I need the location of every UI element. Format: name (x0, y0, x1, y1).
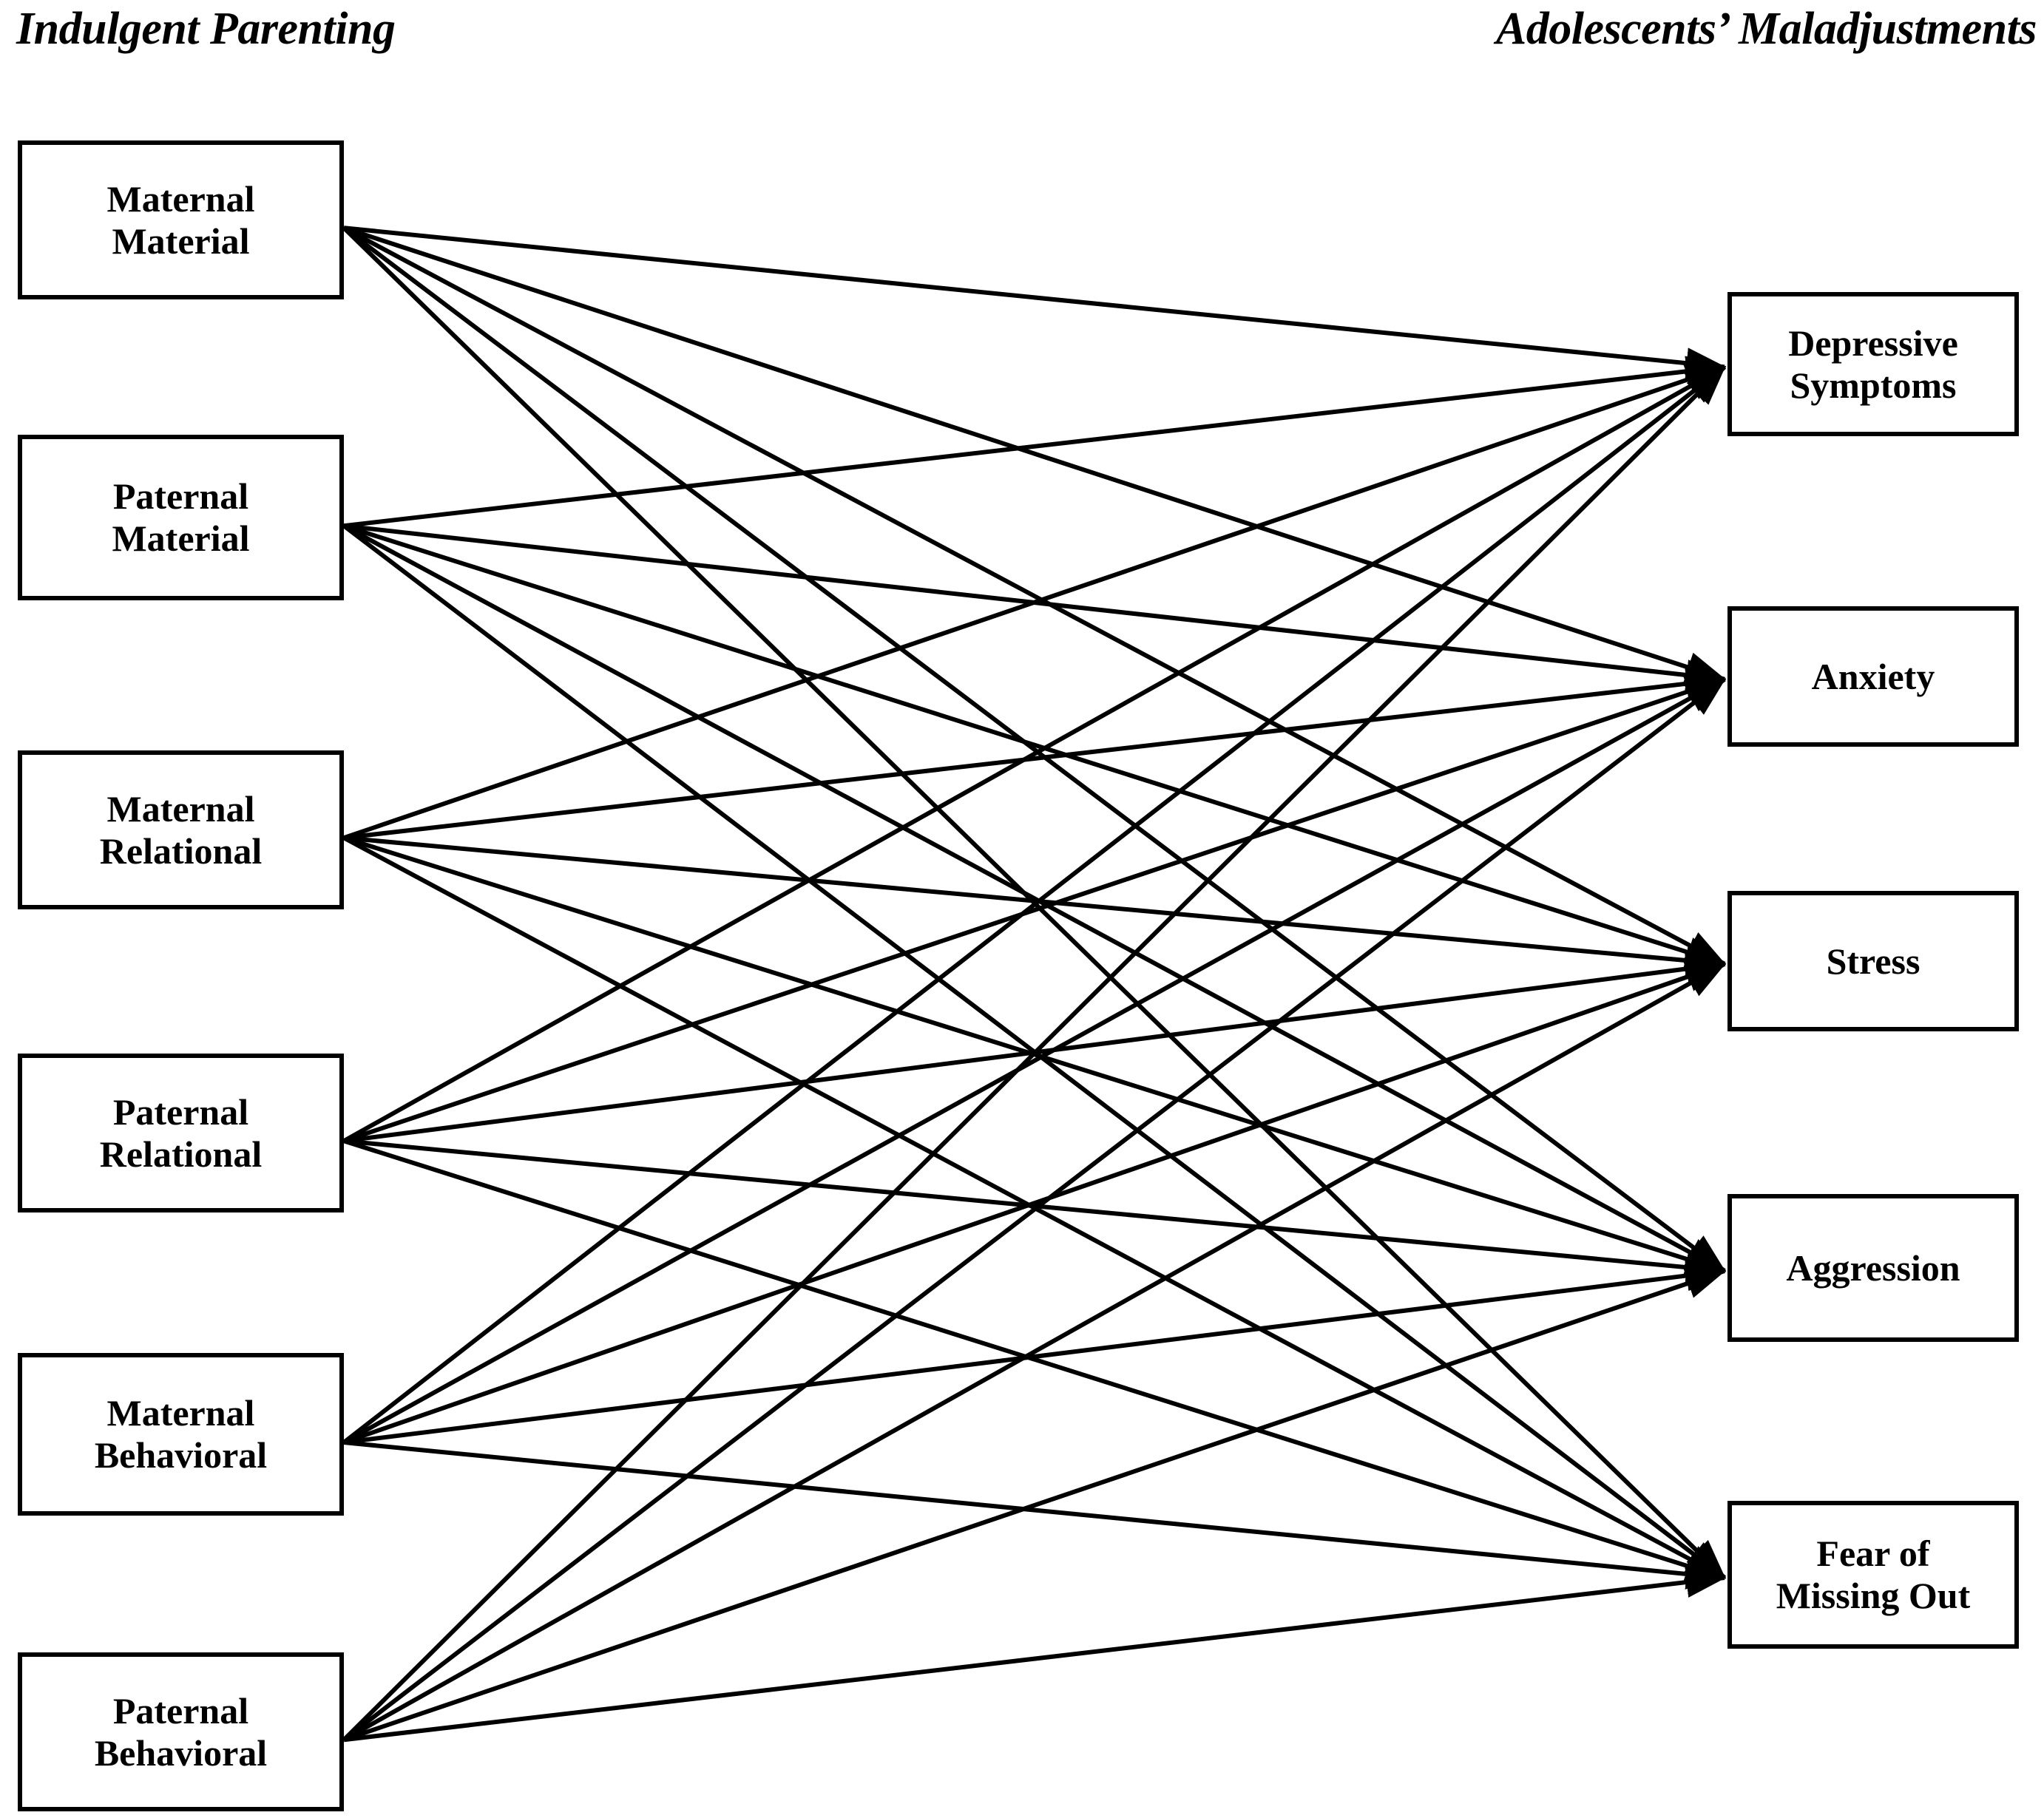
edge-maternal-relational-to-fear-of-missing-out (342, 835, 1727, 1580)
predictor-node-paternal-material[interactable]: Paternal Material (18, 435, 344, 600)
edge-maternal-behavioral-to-depressive-symptoms (342, 365, 1726, 1445)
outcome-node-depressive-symptoms[interactable]: Depressive Symptoms (1727, 292, 2019, 436)
predictor-node-label-paternal-behavioral: Paternal Behavioral (94, 1689, 268, 1774)
outcome-node-label-aggression: Aggression (1786, 1247, 1960, 1289)
edge-paternal-relational-to-aggression (343, 1139, 1727, 1283)
edge-paternal-material-to-aggression (342, 523, 1727, 1273)
edge-paternal-relational-to-fear-of-missing-out (343, 1139, 1727, 1581)
edge-paternal-relational-to-stress (343, 953, 1727, 1144)
edge-maternal-material-to-depressive-symptoms (343, 225, 1727, 379)
edge-maternal-behavioral-to-aggression (343, 1260, 1727, 1445)
edge-paternal-material-to-depressive-symptoms (343, 356, 1727, 529)
outcome-node-stress[interactable]: Stress (1727, 891, 2019, 1031)
predictor-node-label-maternal-behavioral: Maternal Behavioral (94, 1392, 268, 1476)
edge-maternal-behavioral-to-stress (343, 961, 1727, 1445)
outcome-node-label-fear-of-missing-out: Fear of Missing Out (1776, 1533, 1971, 1616)
predictor-node-label-maternal-relational: Maternal Relational (99, 787, 263, 872)
edge-maternal-relational-to-depressive-symptoms (343, 364, 1727, 841)
predictor-node-maternal-behavioral[interactable]: Maternal Behavioral (18, 1353, 344, 1516)
predictor-node-label-maternal-material: Maternal Material (106, 177, 255, 262)
predictor-node-paternal-relational[interactable]: Paternal Relational (18, 1054, 344, 1212)
edge-maternal-material-to-aggression (342, 225, 1726, 1273)
edge-paternal-relational-to-depressive-symptoms (342, 364, 1727, 1143)
edge-paternal-material-to-fear-of-missing-out (342, 523, 1726, 1580)
group-heading-indulgent-parenting: Indulgent Parenting (16, 4, 396, 54)
edge-maternal-material-to-anxiety (343, 225, 1727, 682)
outcome-node-label-stress: Stress (1826, 940, 1921, 982)
predictor-node-label-paternal-relational: Paternal Relational (99, 1091, 263, 1175)
predictor-node-maternal-relational[interactable]: Maternal Relational (18, 750, 344, 909)
edge-paternal-material-to-anxiety (343, 523, 1727, 691)
edge-maternal-relational-to-aggression (343, 835, 1727, 1275)
edge-maternal-material-to-fear-of-missing-out (342, 226, 1727, 1580)
predictor-node-label-paternal-material: Paternal Material (112, 475, 250, 559)
predictor-node-maternal-material[interactable]: Maternal Material (18, 140, 344, 299)
outcome-node-label-anxiety: Anxiety (1811, 655, 1935, 697)
edge-maternal-relational-to-anxiety (343, 668, 1727, 841)
edge-paternal-behavioral-to-stress (342, 962, 1727, 1742)
edge-maternal-material-to-stress (342, 225, 1727, 966)
edge-paternal-relational-to-anxiety (343, 676, 1727, 1144)
group-heading-adolescents-maladjustments: Adolescents’ Maladjustments (1495, 4, 2037, 54)
edge-paternal-behavioral-to-depressive-symptoms (342, 365, 1727, 1742)
outcome-node-aggression[interactable]: Aggression (1727, 1194, 2019, 1342)
edge-maternal-relational-to-stress (343, 835, 1727, 977)
outcome-node-fear-of-missing-out[interactable]: Fear of Missing Out (1727, 1501, 2019, 1649)
outcome-node-label-depressive-symptoms: Depressive Symptoms (1788, 322, 1958, 406)
edge-paternal-material-to-stress (343, 523, 1727, 968)
edge-paternal-behavioral-to-fear-of-missing-out (343, 1567, 1727, 1743)
predictor-node-paternal-behavioral[interactable]: Paternal Behavioral (18, 1652, 344, 1811)
edge-paternal-behavioral-to-anxiety (342, 677, 1726, 1742)
edge-maternal-behavioral-to-anxiety (342, 677, 1727, 1445)
outcome-node-anxiety[interactable]: Anxiety (1727, 606, 2019, 747)
edge-maternal-behavioral-to-fear-of-missing-out (343, 1440, 1727, 1590)
edge-paternal-behavioral-to-aggression (343, 1268, 1727, 1743)
